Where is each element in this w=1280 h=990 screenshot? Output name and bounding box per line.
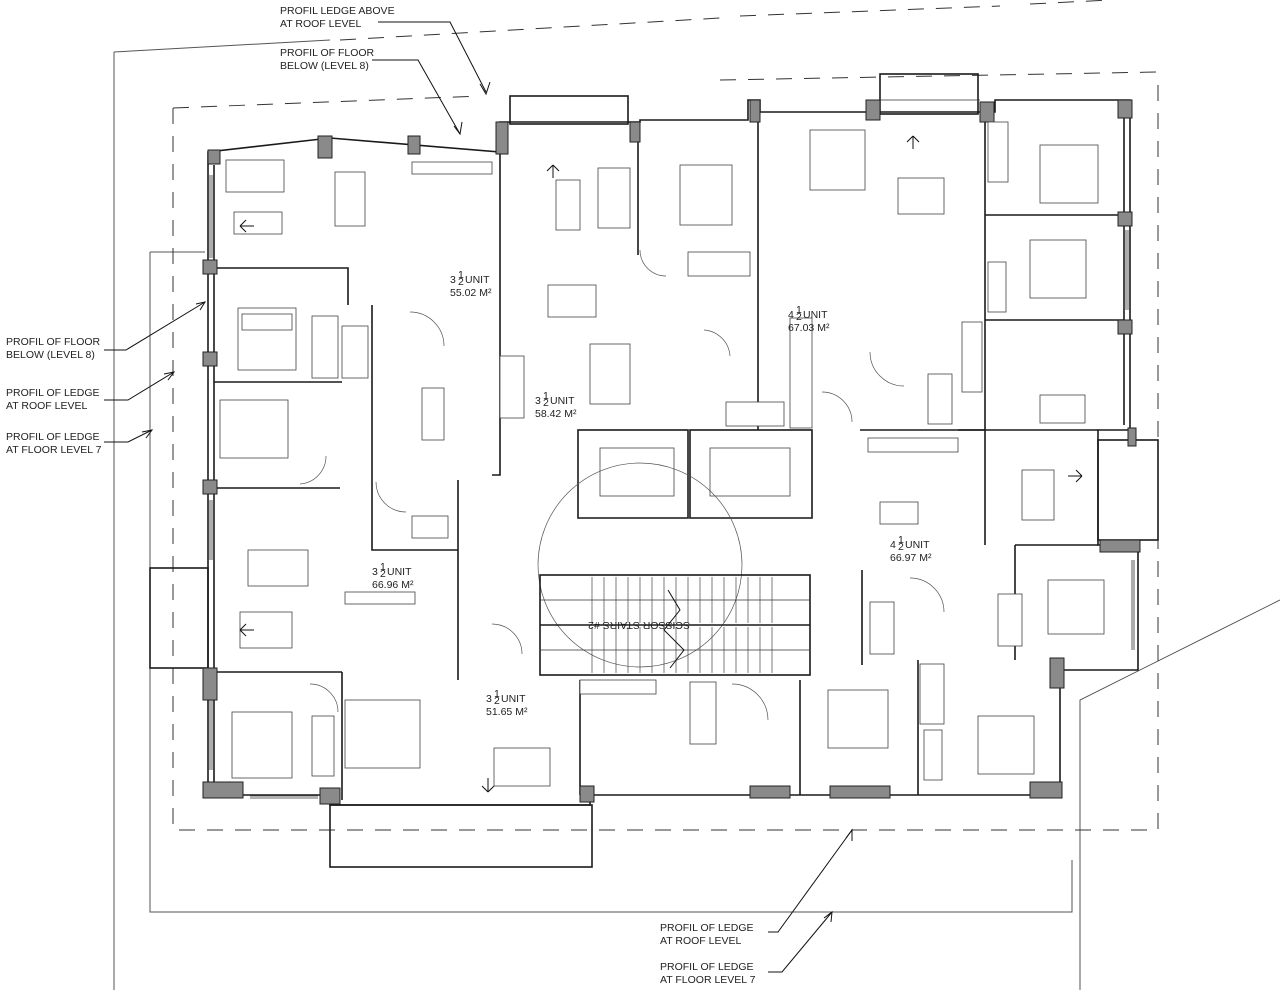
callout-left-level7: PROFIL OF LEDGE AT FLOOR LEVEL 7: [6, 431, 102, 456]
callout-line: PROFIL OF LEDGE: [6, 387, 100, 399]
unit-type: 4: [788, 309, 794, 321]
callout-bottom-level7: PROFIL OF LEDGE AT FLOOR LEVEL 7: [660, 961, 756, 986]
callout-left-floor: PROFIL OF FLOOR BELOW (LEVEL 8): [6, 336, 101, 361]
callout-line: BELOW (LEVEL 8): [280, 60, 369, 72]
ledge-profile-level-7: [113, 0, 1280, 990]
callout-line: PROFIL OF LEDGE: [660, 961, 754, 973]
balcony-arrow-icons: [239, 135, 1083, 793]
callout-bottom-roof: PROFIL OF LEDGE AT ROOF LEVEL: [660, 922, 754, 947]
unit-fraction-denominator: 2: [458, 276, 464, 288]
door-swings: [299, 249, 945, 721]
unit-area: 51.65 M²: [486, 706, 528, 718]
scissor-stairs: [539, 574, 811, 676]
stair-label: SCISSOR STAIRS #2: [588, 619, 690, 631]
unit-suffix: UNIT: [905, 539, 930, 551]
unit-area: 67.03 M²: [788, 322, 830, 334]
unit-fraction-denominator: 2: [543, 397, 549, 409]
unit-area: 66.97 M²: [890, 552, 932, 564]
unit-fraction-denominator: 2: [380, 568, 386, 580]
unit-fraction-numerator: 1: [543, 390, 549, 402]
unit-type: 3: [450, 274, 456, 286]
unit-fraction-numerator: 1: [898, 534, 904, 546]
unit-suffix: UNIT: [501, 693, 526, 705]
unit-area: 58.42 M²: [535, 408, 577, 420]
callout-line: PROFIL OF FLOOR: [280, 47, 375, 59]
unit-fraction-numerator: 1: [458, 269, 464, 281]
unit-suffix: UNIT: [387, 566, 412, 578]
callout-top-ledge: PROFIL LEDGE ABOVE AT ROOF LEVEL: [280, 5, 395, 30]
unit-fraction-denominator: 2: [796, 311, 802, 323]
unit-area: 55.02 M²: [450, 287, 492, 299]
unit-suffix: UNIT: [465, 274, 490, 286]
unit-area: 66.96 M²: [372, 579, 414, 591]
callout-leaders: [104, 21, 853, 973]
callout-line: PROFIL OF LEDGE: [6, 431, 100, 443]
callout-line: AT ROOF LEVEL: [6, 400, 87, 412]
callout-line: AT ROOF LEVEL: [660, 935, 741, 947]
unit-fraction-numerator: 1: [380, 561, 386, 573]
callout-line: BELOW (LEVEL 8): [6, 349, 95, 361]
unit-fraction-denominator: 2: [898, 541, 904, 553]
unit-type: 3: [372, 566, 378, 578]
elevator-core: [537, 429, 813, 668]
unit-type: 4: [890, 539, 896, 551]
unit-suffix: UNIT: [550, 395, 575, 407]
callout-line: PROFIL OF FLOOR: [6, 336, 101, 348]
callout-line: PROFIL OF LEDGE: [660, 922, 754, 934]
callout-top-floor: PROFIL OF FLOOR BELOW (LEVEL 8): [280, 47, 375, 72]
unit-fraction-denominator: 2: [494, 695, 500, 707]
unit-fraction-numerator: 1: [796, 304, 802, 316]
structural-columns: [202, 99, 1141, 805]
callout-left-roof: PROFIL OF LEDGE AT ROOF LEVEL: [6, 387, 100, 412]
callout-line: AT FLOOR LEVEL 7: [660, 974, 756, 986]
unit-type: 3: [486, 693, 492, 705]
callout-line: PROFIL LEDGE ABOVE: [280, 5, 395, 17]
unit-fraction-numerator: 1: [494, 688, 500, 700]
windows: [209, 99, 1135, 799]
unit-suffix: UNIT: [803, 309, 828, 321]
unit-type: 3: [535, 395, 541, 407]
callout-line: AT ROOF LEVEL: [280, 18, 361, 30]
callout-line: AT FLOOR LEVEL 7: [6, 444, 102, 456]
